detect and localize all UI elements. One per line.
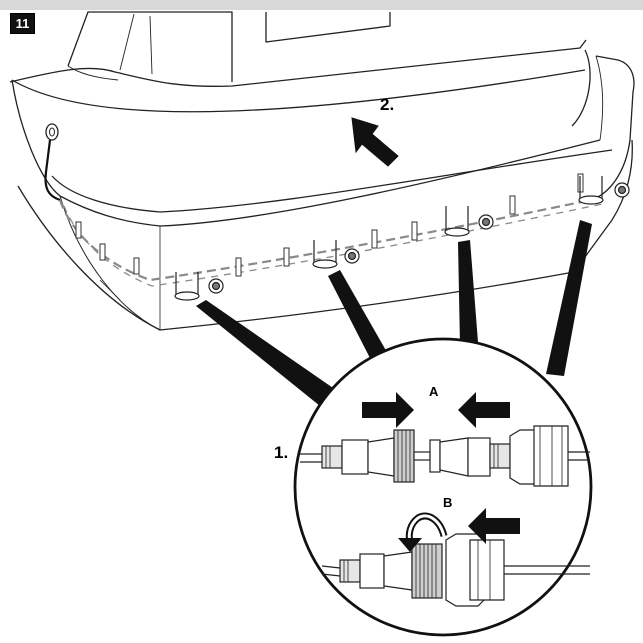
connect-step-label: 1.	[274, 443, 288, 462]
connector-a-label: A	[429, 384, 439, 399]
sensor-2	[312, 240, 360, 269]
sensor-3	[444, 206, 494, 237]
connector-a	[300, 425, 590, 487]
vehicle-body	[9, 11, 635, 199]
top-band	[0, 0, 643, 10]
detail-circle	[293, 337, 593, 637]
left-connector	[44, 123, 61, 202]
connector-b-label: B	[443, 495, 452, 510]
cable-clips	[75, 173, 584, 277]
push-direction-label: 2.	[380, 95, 394, 114]
sensor-1	[174, 272, 224, 301]
push-arrow-icon	[351, 117, 399, 167]
twist-arrow-icon	[398, 512, 448, 552]
zoom-callout-lines	[196, 220, 592, 406]
press-arrow-icon	[468, 508, 520, 544]
sensor-4	[578, 176, 630, 205]
rear-bumper	[11, 79, 633, 331]
sensor-cable	[58, 196, 603, 287]
step-number-badge: 11	[10, 13, 35, 34]
parking-sensors	[174, 176, 630, 301]
push-arrow-icon	[362, 392, 510, 428]
connector-b	[321, 533, 590, 607]
